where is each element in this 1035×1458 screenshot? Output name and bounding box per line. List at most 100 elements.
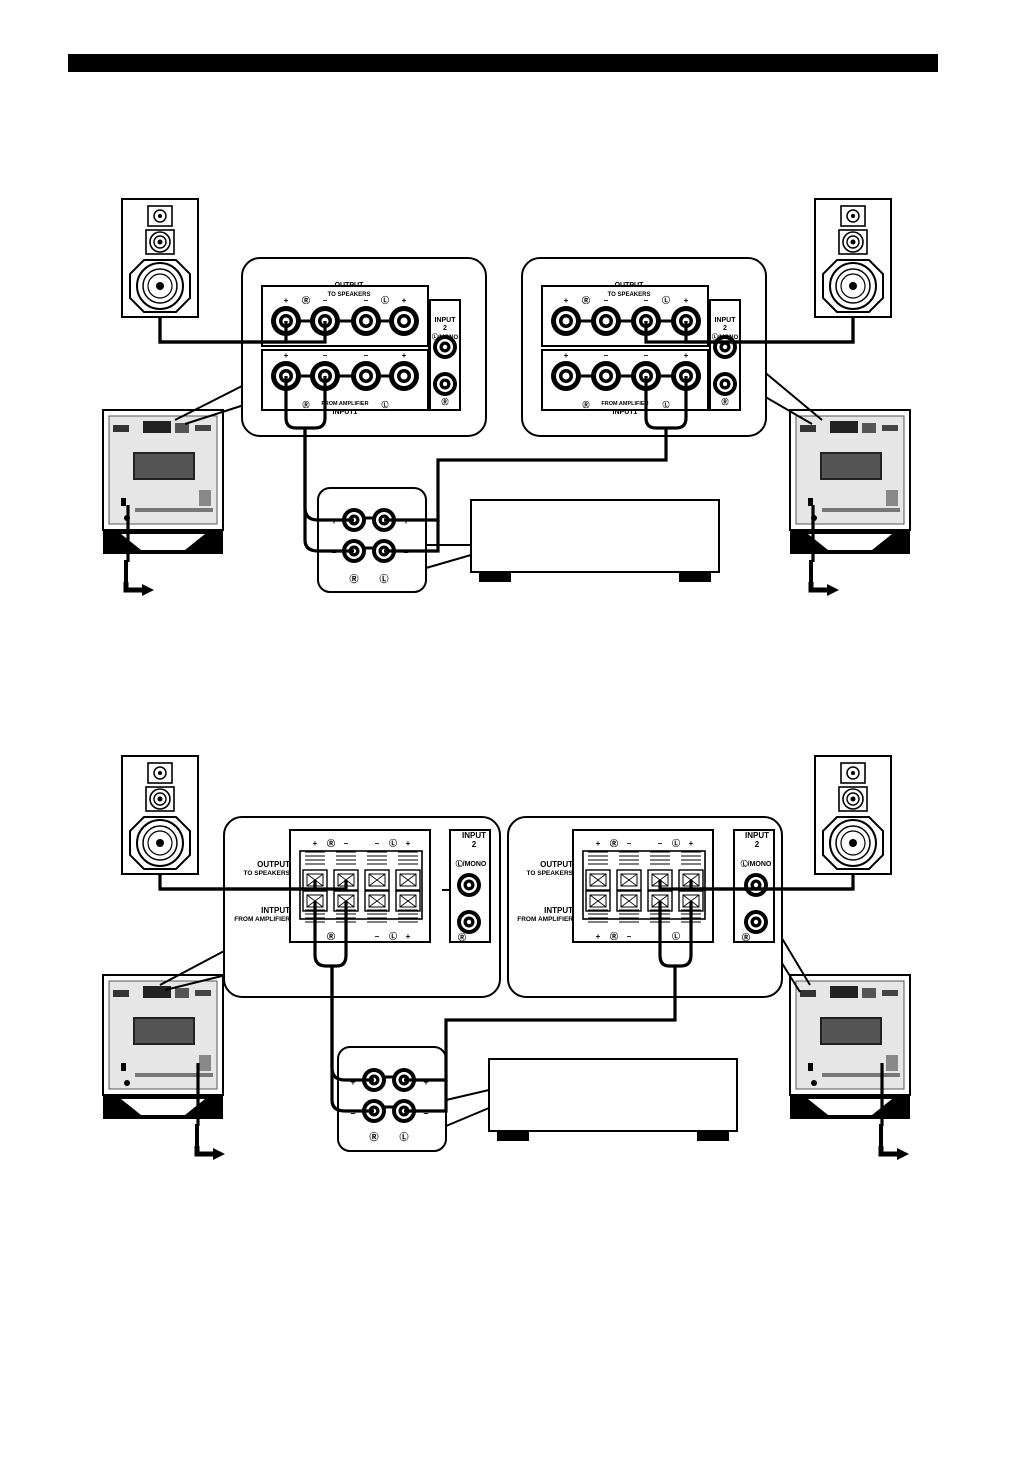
svg-text:Ⓡ: Ⓡ [349,573,358,584]
svg-text:INTPUT: INTPUT [544,906,573,915]
svg-text:–: – [375,932,380,941]
svg-text:TO SPEAKERS: TO SPEAKERS [244,870,291,877]
amplifier-icon-2 [488,1058,738,1142]
svg-text:Ⓡ: Ⓡ [302,295,310,305]
svg-text:OUTPUT: OUTPUT [257,860,290,869]
svg-text:–: – [375,839,380,848]
svg-text:Ⓡ: Ⓡ [303,400,310,409]
header-bar [68,54,938,72]
svg-text:–: – [364,296,369,305]
svg-text:Ⓛ: Ⓛ [399,1131,408,1142]
svg-text:+: + [423,1077,428,1087]
svg-text:FROM AMPLIFIER: FROM AMPLIFIER [601,401,648,407]
svg-text:Ⓛ: Ⓛ [389,931,397,941]
svg-text:–: – [627,839,632,848]
svg-text:Ⓡ: Ⓡ [458,932,466,942]
svg-text:–: – [323,351,328,360]
svg-text:–: – [423,1108,428,1118]
svg-text:+: + [596,839,601,848]
svg-text:+: + [564,351,569,360]
svg-text:–: – [604,296,609,305]
svg-text:Ⓡ: Ⓡ [369,1131,378,1142]
svg-text:2: 2 [755,840,760,849]
output-label: OUTPUT [335,282,365,289]
svg-text:+: + [596,932,601,941]
right-power-cord-icon [809,560,839,596]
l-mono-label: Ⓛ/MONO [432,333,459,341]
svg-text:+: + [350,1077,355,1087]
svg-text:Ⓛ/MONO: Ⓛ/MONO [741,859,772,868]
svg-text:Ⓛ: Ⓛ [382,400,389,409]
svg-text:+: + [564,296,569,305]
right-speaker-icon-2 [814,755,892,875]
svg-text:+: + [689,839,694,848]
svg-text:–: – [344,839,349,848]
svg-text:+: + [402,351,407,360]
svg-text:+: + [284,296,289,305]
svg-text:Ⓡ: Ⓡ [327,931,335,941]
svg-text:Ⓡ: Ⓡ [582,295,590,305]
left-speaker-icon-2 [121,755,199,875]
to-speakers-label: TO SPEAKERS [328,292,371,298]
right-speaker-icon [814,198,892,318]
svg-text:TO SPEAKERS: TO SPEAKERS [527,870,574,877]
right-terminal-panel: OUTPUT TO SPEAKERS + Ⓡ – – Ⓛ + + – – + Ⓡ… [521,257,767,437]
svg-text:Ⓡ: Ⓡ [610,838,618,848]
left-subwoofer-icon [102,409,224,555]
right-terminal-panel-2: + Ⓡ – – Ⓛ + + Ⓡ – Ⓛ OUTPUT TO SPEAKERS I… [507,816,783,998]
right-subwoofer-icon-2 [789,974,911,1120]
left-speaker-icon [121,198,199,318]
svg-text:FROM AMPLIFIER: FROM AMPLIFIER [234,916,290,923]
svg-text:+: + [402,296,407,305]
svg-text:Ⓛ: Ⓛ [381,295,389,305]
svg-text:–: – [644,351,649,360]
svg-text:–: – [604,351,609,360]
svg-text:Ⓡ: Ⓡ [583,400,590,409]
svg-text:INPUT: INPUT [745,831,769,840]
amplifier-terminals: + + – – Ⓡ Ⓛ [316,486,472,594]
svg-text:Ⓡ: Ⓡ [722,397,729,406]
svg-text:Ⓛ: Ⓛ [663,400,670,409]
svg-text:2: 2 [472,840,477,849]
svg-text:INPUT: INPUT [462,831,486,840]
left-subwoofer-icon-2 [102,974,224,1120]
svg-text:Ⓛ/MONO: Ⓛ/MONO [712,333,739,341]
top-diagram: OUTPUT TO SPEAKERS + Ⓡ – – Ⓛ + + – – + Ⓡ… [102,198,911,596]
svg-text:2: 2 [443,325,447,332]
svg-text:OUTPUT: OUTPUT [615,282,645,289]
svg-text:INPUT: INPUT [715,317,737,324]
svg-text:FROM AMPLIFIER: FROM AMPLIFIER [517,916,573,923]
svg-text:+: + [684,296,689,305]
left-terminal-panel: OUTPUT TO SPEAKERS + Ⓡ – – Ⓛ + + – – + Ⓡ… [241,257,487,437]
intput-label: INTPUT [261,906,290,915]
input1-label: INPUT1 [333,409,358,416]
svg-text:+: + [284,351,289,360]
svg-text:Ⓛ: Ⓛ [379,573,388,584]
cables [126,318,855,562]
svg-text:Ⓛ: Ⓛ [662,295,670,305]
svg-text:–: – [658,839,663,848]
svg-text:–: – [364,351,369,360]
svg-text:–: – [350,1108,355,1118]
cables-2 [158,875,884,1126]
svg-text:+: + [313,839,318,848]
svg-text:Ⓡ: Ⓡ [610,931,618,941]
svg-text:Ⓛ/MONO: Ⓛ/MONO [456,859,487,868]
svg-text:OUTPUT: OUTPUT [540,860,573,869]
svg-text:TO SPEAKERS: TO SPEAKERS [608,292,651,298]
svg-text:–: – [627,932,632,941]
svg-text:INPUT1: INPUT1 [613,409,638,416]
amplifier-terminals-2: + + – – Ⓡ Ⓛ [336,1045,490,1153]
left-power-cord-icon [124,560,154,596]
svg-text:–: – [323,296,328,305]
svg-text:Ⓡ: Ⓡ [442,397,449,406]
left-terminal-panel-2: + Ⓡ – – Ⓛ + Ⓡ – Ⓛ + OUTPUT TO SPEAKERS I… [223,816,501,998]
svg-text:Ⓛ: Ⓛ [672,838,680,848]
svg-text:Ⓛ: Ⓛ [672,931,680,941]
svg-text:+: + [406,932,411,941]
input2-label: INPUT [435,317,457,324]
bottom-diagram: + Ⓡ – – Ⓛ + Ⓡ – Ⓛ + OUTPUT TO SPEAKERS I… [102,755,911,1160]
svg-text:Ⓡ: Ⓡ [742,932,750,942]
svg-text:Ⓛ: Ⓛ [389,838,397,848]
